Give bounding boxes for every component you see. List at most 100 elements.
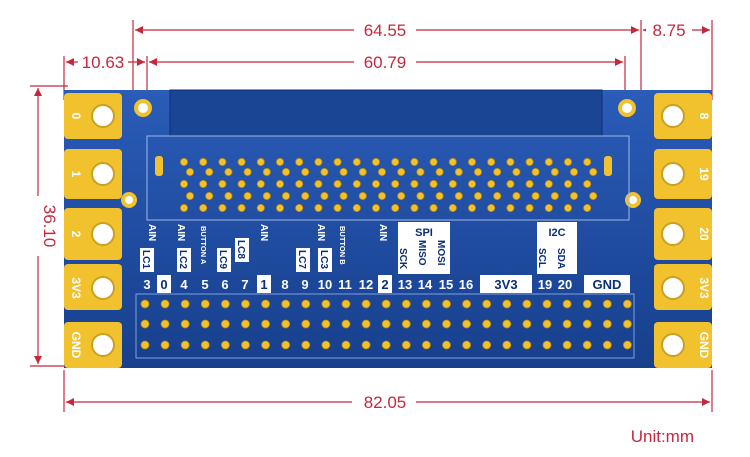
connector-pin — [371, 157, 380, 166]
connector-pin — [493, 191, 502, 200]
connector-pin — [301, 167, 310, 176]
connector-pin — [487, 179, 496, 188]
label-scl: SCL — [536, 248, 547, 268]
header-pin — [623, 319, 632, 329]
connector-pin — [256, 203, 265, 212]
connector-pin — [371, 203, 380, 212]
connector-pin — [416, 167, 425, 176]
connector-pin — [467, 179, 476, 188]
header-pin — [341, 340, 351, 350]
dim-left-height: 36.10 — [40, 205, 59, 248]
header-pin — [401, 319, 411, 329]
connector-pin — [256, 179, 265, 188]
dim-bottom-width: 82.05 — [364, 393, 407, 412]
header-pin — [140, 299, 150, 309]
header-pin — [502, 319, 512, 329]
left-pad-label-3v3: 3V3 — [69, 277, 83, 299]
header-pin — [442, 319, 451, 329]
header-pin — [562, 319, 572, 329]
pin-11: 11 — [338, 277, 352, 292]
header-pin — [623, 340, 632, 350]
connector-pin — [570, 191, 579, 200]
pin-gnd: GND — [593, 277, 622, 292]
header-pin — [341, 299, 351, 309]
connector-pin — [564, 203, 573, 212]
header-pin — [301, 340, 311, 350]
header-pin — [321, 299, 331, 309]
connector-pin — [295, 203, 304, 212]
connector-pin — [352, 157, 361, 166]
connector-pin — [448, 157, 457, 166]
connector-pin — [314, 179, 323, 188]
right-pad-label-3v3: 3V3 — [697, 277, 711, 299]
header-pin — [160, 319, 170, 329]
header-pin — [180, 319, 190, 329]
connector-pin — [218, 157, 227, 166]
label-button-a: BUTTON A — [199, 226, 208, 265]
header-pin — [261, 299, 271, 309]
connector-pin — [410, 179, 419, 188]
connector-pin — [205, 191, 214, 200]
connector-pin — [295, 157, 304, 166]
connector-pin — [352, 179, 361, 188]
connector-pin — [243, 191, 252, 200]
header-pin — [361, 340, 371, 350]
connector-pin — [583, 157, 592, 166]
connector-pin — [525, 157, 534, 166]
connector-pin — [224, 191, 233, 200]
pin-4: 4 — [180, 277, 188, 292]
edge-connector-slot — [146, 89, 630, 221]
header-pin — [220, 319, 230, 329]
header-pin — [220, 299, 230, 309]
dim-top-total: 64.55 — [364, 21, 407, 40]
connector-pins — [179, 157, 598, 212]
header-pin — [482, 340, 492, 350]
unit-label: Unit:mm — [631, 427, 694, 446]
pin-9: 9 — [301, 277, 308, 292]
connector-pin — [391, 157, 400, 166]
header-pin — [200, 319, 210, 329]
header-pin — [140, 340, 150, 350]
connector-pin — [391, 203, 400, 212]
connector-pin — [570, 167, 579, 176]
connector-pin — [589, 191, 598, 200]
connector-slot-ends — [155, 156, 612, 176]
header-pin — [301, 299, 311, 309]
connector-pin — [467, 157, 476, 166]
label-lc1: LC1 — [140, 250, 151, 269]
label-ain-p10: AIN — [315, 224, 326, 241]
header-pin — [281, 299, 291, 309]
connector-pin — [281, 167, 290, 176]
connector-pin — [493, 167, 502, 176]
connector-pin — [185, 191, 194, 200]
connector-pin — [237, 203, 246, 212]
label-i2c: I2C — [548, 227, 565, 239]
header-pin — [522, 319, 532, 329]
header-pin — [582, 299, 592, 309]
connector-pin — [583, 203, 592, 212]
pin-10: 10 — [318, 277, 332, 292]
connector-pin — [314, 203, 323, 212]
label-lc2: LC2 — [177, 250, 188, 269]
left-pad-label-0: 0 — [69, 113, 83, 120]
connector-pin — [410, 203, 419, 212]
header-pin — [421, 340, 431, 350]
header-pin — [542, 340, 552, 350]
right-pad-label-gnd: GND — [697, 332, 711, 359]
header-pin — [602, 299, 612, 309]
header-pin — [602, 319, 612, 329]
pin-13: 13 — [398, 277, 412, 292]
header-pin — [381, 319, 391, 329]
connector-pin — [512, 191, 521, 200]
connector-pin — [531, 191, 540, 200]
connector-pin — [339, 191, 348, 200]
label-sck: SCK — [397, 248, 408, 270]
label-mosi: MOSI — [435, 240, 446, 266]
connector-pin — [224, 167, 233, 176]
header-pins — [140, 299, 632, 350]
pin-6: 6 — [221, 277, 228, 292]
header-pin — [321, 340, 331, 350]
connector-pin — [199, 203, 208, 212]
header-pin — [381, 340, 391, 350]
